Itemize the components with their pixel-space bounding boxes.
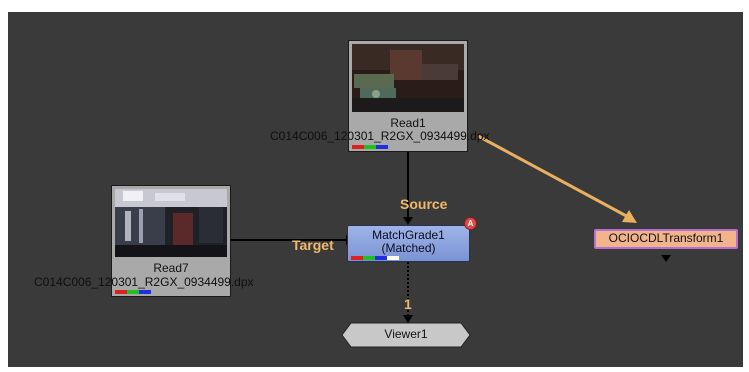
wire-source-arrowhead: [403, 217, 413, 225]
read7-node[interactable]: Read7: [111, 185, 231, 297]
channel-chip-blue: [375, 256, 387, 260]
channel-chip-alpha: [387, 256, 399, 260]
channel-chip-green: [364, 145, 376, 149]
matchgrade1-channel-chips: [351, 256, 399, 260]
viewer-input-number: 1: [404, 296, 412, 312]
channel-chip-red: [351, 256, 363, 260]
channel-chip-green: [127, 290, 139, 294]
node-graph-canvas[interactable]: Read1 C014C006_120301_R2GX_0934499.dpx: [8, 12, 743, 367]
read1-thumbnail: [352, 44, 464, 112]
connection-wires: [231, 134, 671, 323]
ocio-output-arrow: [661, 255, 671, 262]
wire-ocio-arrowhead: [622, 210, 637, 223]
viewer1-node[interactable]: [341, 322, 471, 348]
matchgrade1-label: MatchGrade1: [372, 228, 445, 242]
read7-filename: C014C006_120301_R2GX_0934499.dpx: [34, 275, 254, 289]
read1-filename: C014C006_120301_R2GX_0934499.dpx: [270, 129, 490, 143]
matchgrade1-sublabel: (Matched): [381, 241, 436, 255]
ociocdltransform1-node[interactable]: OCIOCDLTransform1: [594, 229, 738, 249]
read1-node[interactable]: Read1: [348, 40, 468, 152]
source-input-label: Source: [400, 196, 448, 212]
matchgrade1-alpha-badge: A: [464, 217, 477, 230]
ociocdltransform1-label: OCIOCDLTransform1: [608, 231, 724, 245]
channel-chip-red: [115, 290, 127, 294]
read1-channel-chips: [352, 145, 388, 149]
read7-thumbnail: [115, 189, 227, 257]
wire-viewer-arrowhead: [403, 315, 413, 323]
channel-chip-green: [363, 256, 375, 260]
read7-channel-chips: [115, 290, 151, 294]
channel-chip-blue: [139, 290, 151, 294]
target-input-label: Target: [292, 237, 334, 253]
read7-label: Read7: [153, 261, 189, 275]
wire-read1-to-ocio: [477, 134, 633, 221]
matchgrade1-node[interactable]: MatchGrade1 (Matched): [347, 225, 470, 262]
channel-chip-blue: [376, 145, 388, 149]
read1-label: Read1: [390, 116, 426, 130]
viewer1-label: Viewer1: [384, 327, 428, 341]
channel-chip-red: [352, 145, 364, 149]
